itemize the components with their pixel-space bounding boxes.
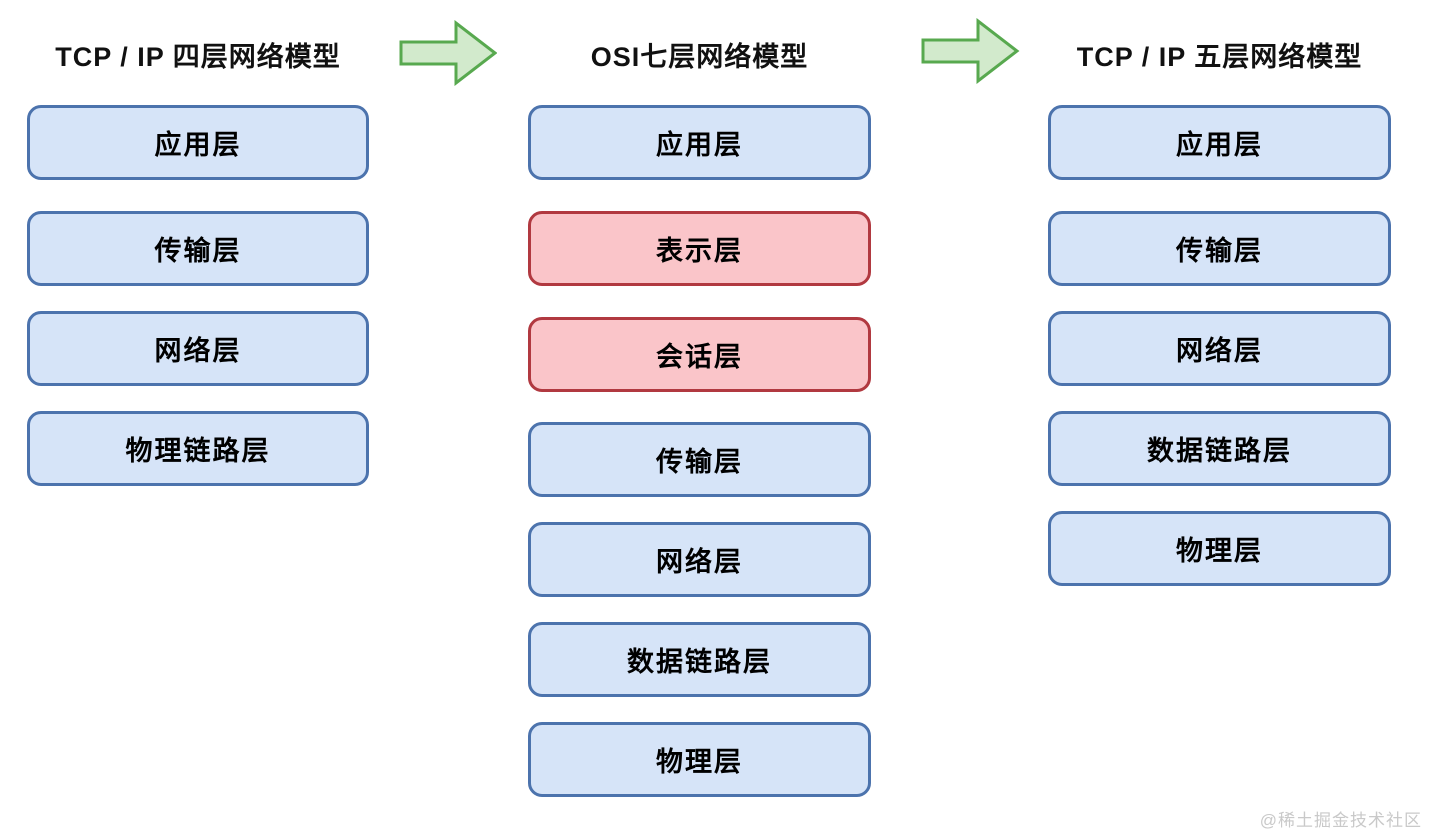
tcpip5-layer-network: 网络层	[1048, 311, 1391, 386]
tcpip5-layer-physical: 物理层	[1048, 511, 1391, 586]
osi7-layer-session: 会话层	[528, 317, 871, 392]
tcpip5-layer-datalink: 数据链路层	[1048, 411, 1391, 486]
right-arrow-icon	[921, 18, 1020, 84]
osi7-layer-physical: 物理层	[528, 722, 871, 797]
column-title-tcpip-4layer: TCP / IP 四层网络模型	[55, 41, 341, 72]
osi7-layer-network: 网络层	[528, 522, 871, 597]
osi7-layer-presentation: 表示层	[528, 211, 871, 286]
tcpip5-layer-transport: 传输层	[1048, 211, 1391, 286]
osi7-layer-application: 应用层	[528, 105, 871, 180]
column-title-tcpip-5layer: TCP / IP 五层网络模型	[1076, 41, 1363, 72]
tcpip4-layer-network: 网络层	[27, 311, 369, 386]
watermark: @稀土掘金技术社区	[1259, 811, 1422, 830]
tcpip4-layer-physical-link: 物理链路层	[27, 411, 369, 486]
tcpip4-layer-application: 应用层	[27, 105, 369, 180]
tcpip5-layer-application: 应用层	[1048, 105, 1391, 180]
osi7-layer-transport: 传输层	[528, 422, 871, 497]
column-title-osi-7layer: OSI七层网络模型	[590, 41, 809, 72]
tcpip4-layer-transport: 传输层	[27, 211, 369, 286]
right-arrow-icon	[399, 20, 497, 86]
osi7-layer-datalink: 数据链路层	[528, 622, 871, 697]
